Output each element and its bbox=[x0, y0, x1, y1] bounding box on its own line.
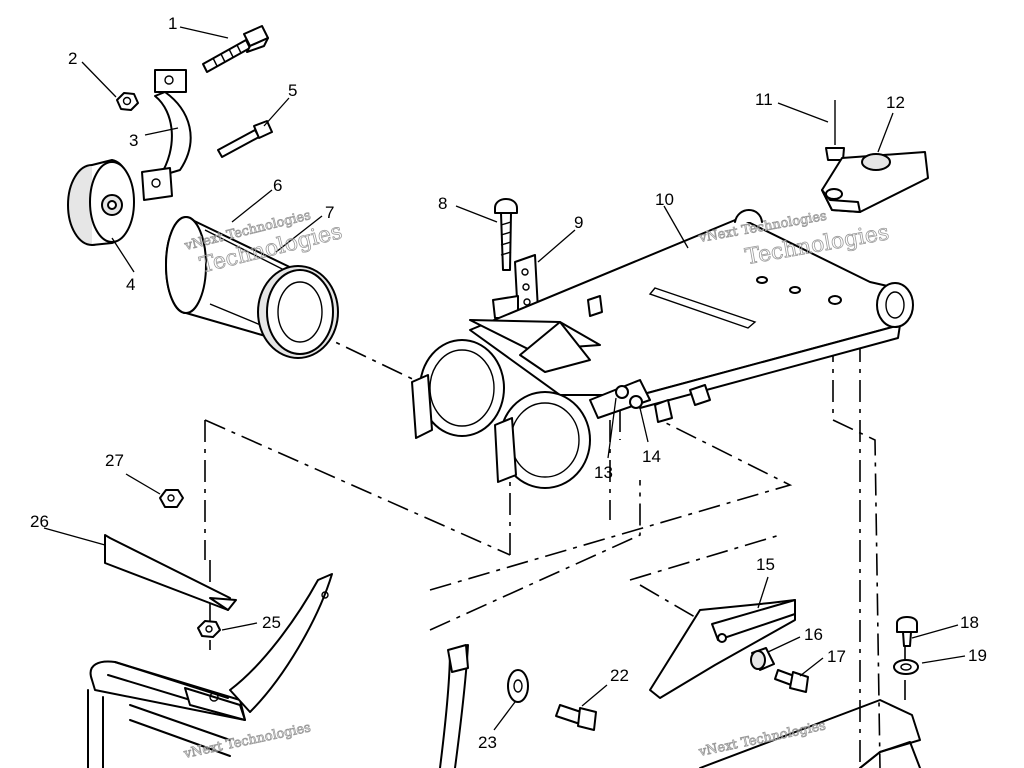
part-1-bolt bbox=[202, 25, 269, 73]
part-15-bracket bbox=[649, 599, 796, 699]
callout-9: 9 bbox=[574, 213, 583, 232]
part-2-nut bbox=[116, 92, 139, 111]
callout-labels: 1 2 3 4 5 6 7 8 9 10 11 12 13 14 15 16 1… bbox=[30, 14, 987, 752]
callout-15: 15 bbox=[756, 555, 775, 574]
part-3-clamp bbox=[141, 69, 192, 201]
callout-17: 17 bbox=[827, 647, 846, 666]
part-7-bushing bbox=[257, 265, 339, 359]
callout-10: 10 bbox=[655, 190, 674, 209]
part-16-spacer bbox=[750, 647, 775, 671]
callout-18: 18 bbox=[960, 613, 979, 632]
part-19-washer bbox=[893, 659, 919, 675]
svg-text:vNext Technologies: vNext Technologies bbox=[697, 718, 827, 760]
callout-25: 25 bbox=[262, 613, 281, 632]
callout-2: 2 bbox=[68, 49, 77, 68]
part-8-bolt bbox=[494, 198, 518, 271]
callout-16: 16 bbox=[804, 625, 823, 644]
callout-8: 8 bbox=[438, 194, 447, 213]
callout-3: 3 bbox=[129, 131, 138, 150]
callout-23: 23 bbox=[478, 733, 497, 752]
callout-22: 22 bbox=[610, 666, 629, 685]
arm-clamp-rings bbox=[411, 319, 651, 489]
part-11-pin bbox=[825, 100, 845, 161]
callout-13: 13 bbox=[594, 463, 613, 482]
part-26-angle-bar bbox=[104, 534, 237, 611]
leader-lines bbox=[43, 26, 966, 731]
watermark-bottom-left: vNext Technologies bbox=[181, 720, 312, 763]
callout-26: 26 bbox=[30, 512, 49, 531]
callout-27: 27 bbox=[105, 451, 124, 470]
callout-1: 1 bbox=[168, 14, 177, 33]
callout-7: 7 bbox=[325, 203, 334, 222]
watermark-bottom-right: vNext Technologies bbox=[696, 718, 827, 761]
callout-14: 14 bbox=[642, 447, 661, 466]
part-12-plate bbox=[821, 151, 929, 213]
part-18-bolt bbox=[896, 616, 918, 647]
part-27-nut bbox=[159, 489, 184, 508]
callout-4: 4 bbox=[126, 275, 135, 294]
part-4-roller bbox=[67, 159, 135, 246]
part-22-bolt bbox=[555, 704, 597, 731]
part-17-bolt bbox=[774, 669, 809, 693]
part-23-washer bbox=[507, 669, 529, 703]
callout-19: 19 bbox=[968, 646, 987, 665]
part-5-bolt bbox=[217, 120, 273, 158]
part-25-nut bbox=[197, 620, 221, 638]
lower-frame bbox=[87, 573, 921, 768]
callout-11: 11 bbox=[755, 90, 773, 109]
callout-12: 12 bbox=[886, 93, 905, 112]
callout-6: 6 bbox=[273, 176, 282, 195]
callout-5: 5 bbox=[288, 81, 297, 100]
svg-text:vNext Technologies: vNext Technologies bbox=[182, 720, 312, 762]
